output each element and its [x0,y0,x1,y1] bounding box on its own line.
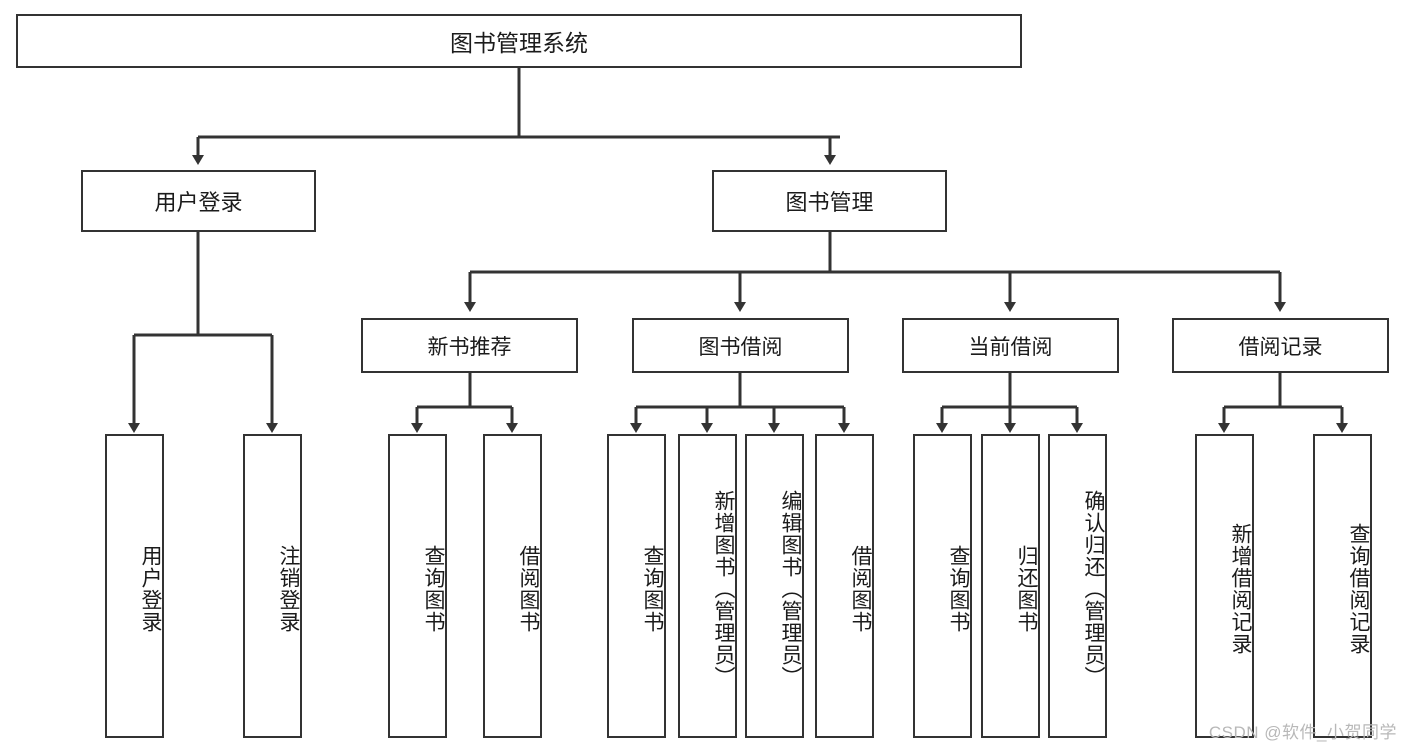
node-user-login[interactable]: 用户登录 [81,170,316,232]
leaf-search-books-new[interactable]: 查询图书 [388,434,447,738]
leaf-search-borrow-record[interactable]: 查询借阅记录 [1313,434,1372,738]
node-current-borrowing[interactable]: 当前借阅 [902,318,1119,373]
leaf-search-books-current[interactable]: 查询图书 [913,434,972,738]
node-new-book-recommendation[interactable]: 新书推荐 [361,318,578,373]
leaf-search-books-borrow[interactable]: 查询图书 [607,434,666,738]
leaf-return-books[interactable]: 归还图书 [981,434,1040,738]
node-borrow-records[interactable]: 借阅记录 [1172,318,1389,373]
leaf-add-book-admin[interactable]: 新增图书（管理员） [678,434,737,738]
node-book-borrowing[interactable]: 图书借阅 [632,318,849,373]
node-book-management[interactable]: 图书管理 [712,170,947,232]
leaf-logout[interactable]: 注销登录 [243,434,302,738]
leaf-borrow-books[interactable]: 借阅图书 [815,434,874,738]
leaf-edit-book-admin[interactable]: 编辑图书（管理员） [745,434,804,738]
leaf-add-borrow-record[interactable]: 新增借阅记录 [1195,434,1254,738]
leaf-borrow-books-new[interactable]: 借阅图书 [483,434,542,738]
node-root-library-system[interactable]: 图书管理系统 [16,14,1022,68]
leaf-user-login[interactable]: 用户登录 [105,434,164,738]
leaf-confirm-return-admin[interactable]: 确认归还（管理员） [1048,434,1107,738]
